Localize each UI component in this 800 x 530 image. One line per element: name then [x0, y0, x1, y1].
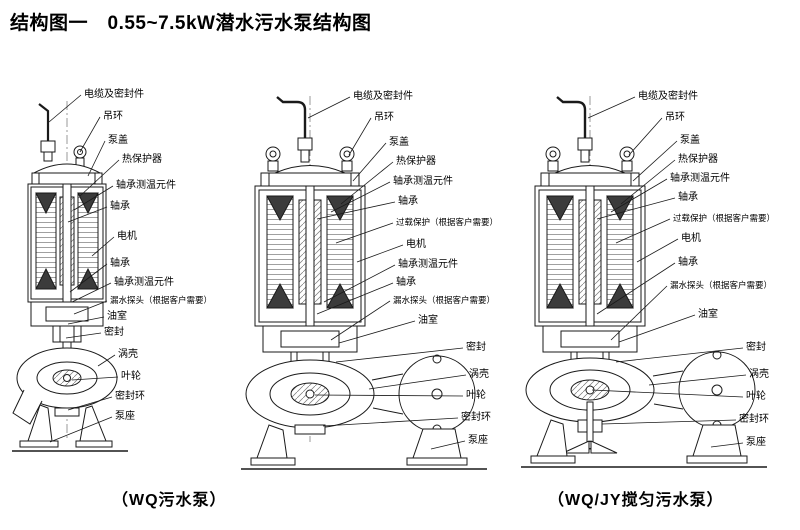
- label-bearing: 轴承: [398, 196, 418, 207]
- label-seal: 密封: [104, 327, 124, 338]
- discharge-flange: [371, 354, 476, 434]
- label-bearing-temp-sensor: 轴承测温元件: [116, 180, 176, 191]
- label-overload-protection: 过载保护（根据客户需要）: [396, 217, 499, 227]
- label-cable-and-seals: 电缆及密封件: [638, 91, 698, 102]
- label-bearing-temp-sensor: 轴承测温元件: [398, 259, 458, 270]
- label-leak-probe: 漏水探头（根据客户需要）: [393, 295, 496, 305]
- oil-chamber: [30, 301, 104, 327]
- label-thermal-protector: 热保护器: [396, 156, 436, 167]
- label-cable-and-seals: 电缆及密封件: [84, 89, 144, 100]
- label-pump-base: 泵座: [468, 435, 488, 446]
- label-thermal-protector: 热保护器: [678, 154, 718, 165]
- label-motor: 电机: [406, 239, 426, 250]
- label-bearing-temp-sensor: 轴承测温元件: [114, 277, 174, 288]
- label-bearing: 轴承: [396, 277, 416, 288]
- caption-wqjy-pump: （WQ/JY搅匀污水泵）: [548, 492, 724, 509]
- label-pump-cover: 泵盖: [108, 135, 128, 146]
- volute-section: [245, 359, 375, 435]
- pump-base: [241, 424, 487, 470]
- label-bearing: 轴承: [110, 258, 130, 269]
- cable-and-gland: [38, 103, 56, 162]
- oil-chamber: [262, 325, 358, 353]
- label-overload-protection: 过载保护（根据客户需要）: [673, 213, 776, 223]
- label-impeller: 叶轮: [466, 390, 486, 401]
- label-thermal-protector: 热保护器: [122, 154, 162, 165]
- caption-wq-pump: （WQ污水泵）: [112, 492, 227, 509]
- label-impeller: 叶轮: [121, 371, 141, 382]
- oil-chamber: [542, 325, 638, 353]
- label-cable-and-seals: 电缆及密封件: [353, 91, 413, 102]
- label-volute: 涡壳: [469, 369, 489, 380]
- label-seal-ring: 密封环: [739, 414, 769, 425]
- label-seal-ring: 密封环: [115, 391, 145, 402]
- seal-box: [52, 325, 82, 343]
- label-bearing-temp-sensor: 轴承测温元件: [670, 173, 730, 184]
- label-bearing: 轴承: [678, 257, 698, 268]
- cable-and-gland: [276, 96, 313, 163]
- label-lifting-ring: 吊环: [374, 112, 394, 123]
- label-leak-probe: 漏水探头（根据客户需要）: [110, 295, 213, 305]
- volute-section: [12, 347, 118, 425]
- label-pump-base: 泵座: [746, 437, 766, 448]
- label-pump-cover: 泵盖: [389, 137, 409, 148]
- pump-cover: [31, 163, 103, 185]
- label-seal: 密封: [746, 342, 766, 353]
- label-leak-probe: 漏水探头（根据客户需要）: [670, 280, 773, 290]
- label-bearing: 轴承: [678, 192, 698, 203]
- label-motor: 电机: [117, 231, 137, 242]
- label-impeller: 叶轮: [746, 391, 766, 402]
- label-oil-chamber: 油室: [418, 315, 438, 326]
- lifting-ring: [73, 145, 87, 168]
- label-oil-chamber: 油室: [698, 309, 718, 320]
- label-seal: 密封: [466, 342, 486, 353]
- label-bearing: 轴承: [110, 201, 130, 212]
- label-bearing-temp-sensor: 轴承测温元件: [393, 176, 453, 187]
- figure-title: 结构图一 0.55~7.5kW潜水污水泵结构图: [10, 13, 372, 34]
- pump-drawing-wq-small: [12, 101, 128, 452]
- label-motor: 电机: [681, 233, 701, 244]
- label-lifting-ring: 吊环: [103, 111, 123, 122]
- label-pump-cover: 泵盖: [680, 135, 700, 146]
- pump-base: [521, 419, 767, 468]
- cable-and-gland: [556, 96, 593, 163]
- label-seal-ring: 密封环: [461, 412, 491, 423]
- agitator: [562, 401, 618, 454]
- label-volute: 涡壳: [749, 369, 769, 380]
- label-oil-chamber: 油室: [107, 311, 127, 322]
- label-lifting-ring: 吊环: [665, 112, 685, 123]
- label-pump-base: 泵座: [115, 411, 135, 422]
- label-volute: 涡壳: [118, 349, 138, 360]
